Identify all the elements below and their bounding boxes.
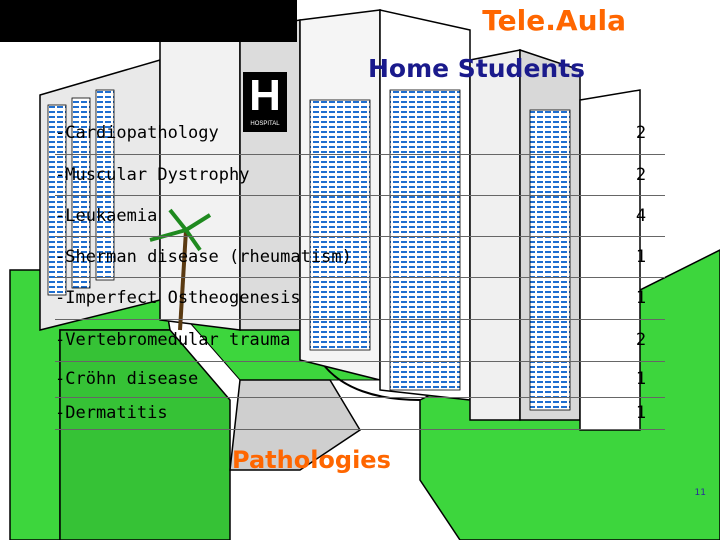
page-number: 11 [694,488,706,498]
table-row: -Imperfect Ostheogenesis 1 [55,277,665,320]
table-row: -Cardiopathology 2 [55,112,665,155]
title-backdrop [0,0,297,42]
student-count: 4 [635,205,647,226]
student-count: 1 [635,288,647,308]
pathology-name: -Cröhn disease [55,369,199,389]
pathology-name: -Cardiopathology [55,123,219,143]
pathology-name: -Imperfect Ostheogenesis [55,288,301,308]
pathology-name: -Leukaemia [55,205,158,226]
student-count: 2 [635,330,647,350]
pathology-name: -Muscular Dystrophy [55,164,250,185]
hospital-sign-icon: H HOSPITAL [243,72,287,132]
table-row: -Cröhn disease 1 [55,361,665,398]
student-count: 1 [635,369,647,389]
table-row: -Vertebromedular trauma 2 [55,319,665,362]
table-row: -Muscular Dystrophy 2 [55,154,665,196]
table-row: -Leukaemia 4 [55,195,665,237]
student-count: 1 [635,246,647,267]
brand-title: Tele.Aula [482,4,626,37]
student-count: 2 [635,164,647,185]
footer-caption: Pathologies [232,446,391,474]
page-subtitle: Home Students [368,54,586,83]
pathology-name: -Dermatitis [55,403,168,423]
pathology-name: -Vertebromedular trauma [55,330,291,350]
table-row: -Sherman disease (rheumatism) 1 [55,236,665,278]
table-row: -Dermatitis 1 [55,397,665,430]
student-count: 1 [635,403,647,423]
student-count: 2 [635,123,647,143]
pathology-name: -Sherman disease (rheumatism) [55,246,352,267]
